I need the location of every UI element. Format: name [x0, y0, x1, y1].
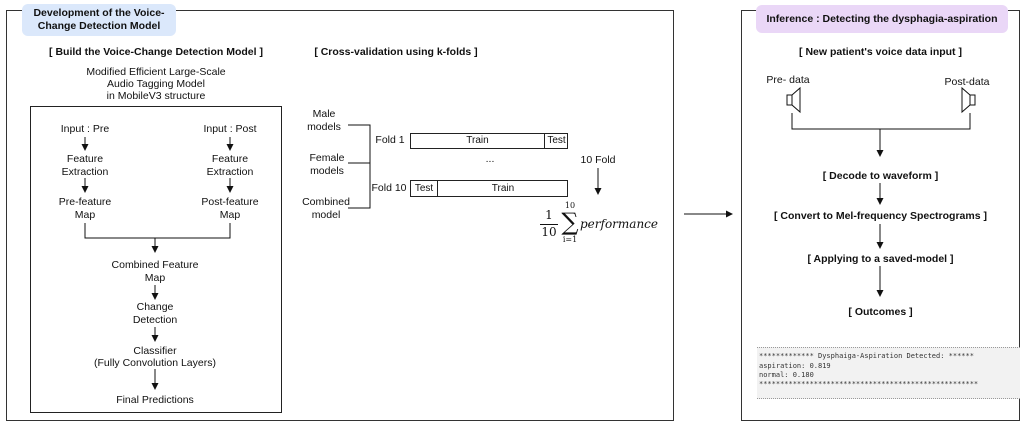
- build-heading: [ Build the Voice-Change Detection Model…: [49, 46, 263, 58]
- formula-fraction: 1 10: [538, 209, 560, 239]
- post-data-label: Post-data: [944, 76, 990, 88]
- classifier-subtitle: (Fully Convolution Layers): [94, 357, 216, 369]
- model-desc-line-1: Modified Efficient Large-Scale: [86, 66, 226, 78]
- fold-1-train: Train: [466, 135, 489, 146]
- post-feature-map: Post-feature Map: [201, 196, 259, 221]
- combined-feature-map: Combined Feature Map: [111, 259, 199, 284]
- console-line-1: ************* Dysphaiga-Aspiration Detec…: [759, 352, 974, 360]
- inference-title: Inference : Detecting the dysphagia-aspi…: [756, 5, 1008, 33]
- final-predictions: Final Predictions: [116, 394, 194, 406]
- fold-10-test: Test: [414, 182, 434, 194]
- sum-symbol: ∑: [561, 208, 579, 236]
- console-line-3: normal: 0.180: [759, 371, 814, 379]
- input-heading: [ New patient's voice data input ]: [799, 46, 962, 58]
- development-title: Development of the Voice-Change Detectio…: [22, 4, 176, 36]
- decode-step: [ Decode to waveform ]: [822, 170, 939, 182]
- input-pre-label: Input : Pre: [60, 123, 110, 135]
- fold-1-bar: Train Test: [410, 133, 568, 149]
- pre-data-label: Pre- data: [766, 74, 810, 86]
- console-output: ************* Dysphaiga-Aspiration Detec…: [757, 347, 1020, 399]
- fold-10-train: Train: [437, 181, 568, 196]
- male-models-label: Male models: [307, 108, 341, 133]
- fold-1-label: Fold 1: [375, 134, 405, 146]
- apply-step: [ Applying to a saved-model ]: [807, 253, 954, 265]
- speaker-icon-pre: [786, 86, 801, 114]
- classifier: Classifier: [133, 345, 177, 357]
- fraction-denominator: 10: [541, 225, 557, 239]
- sum-upper-limit: 10: [564, 201, 576, 210]
- model-desc-line-3: in MobileV3 structure: [106, 90, 206, 102]
- fraction-line: [540, 224, 558, 225]
- console-line-2: aspiration: 0.819: [759, 362, 831, 370]
- pre-feature-map: Pre-feature Map: [58, 196, 112, 221]
- performance-formula: 1 10 10 ∑ i=1 performance: [538, 198, 668, 248]
- fraction-numerator: 1: [545, 208, 553, 222]
- cv-heading: [ Cross-validation using k-folds ]: [314, 46, 478, 58]
- model-desc-line-2: Audio Tagging Model: [107, 78, 205, 90]
- sum-lower-limit: i=1: [562, 235, 578, 244]
- feature-extraction-pre: Feature Extraction: [61, 153, 109, 178]
- fold-10-label: Fold 10: [371, 182, 407, 194]
- combined-model-label: Combined model: [302, 196, 350, 221]
- female-models-label: Female models: [309, 152, 345, 177]
- fold-1-test: Test: [544, 134, 568, 148]
- change-detection: Change Detection: [132, 301, 178, 326]
- development-title-text: Development of the Voice-Change Detectio…: [33, 7, 165, 32]
- folds-ellipsis: ...: [485, 153, 495, 165]
- speaker-icon-post: [961, 86, 976, 114]
- feature-extraction-post: Feature Extraction: [206, 153, 254, 178]
- model-architecture-box: [30, 106, 282, 413]
- outcomes-step: [ Outcomes ]: [848, 306, 913, 318]
- input-post-label: Input : Post: [203, 123, 257, 135]
- console-line-4: ****************************************…: [759, 380, 979, 388]
- fold-10-bar: Test Train: [410, 180, 568, 197]
- inference-title-text: Inference : Detecting the dysphagia-aspi…: [766, 12, 998, 25]
- ten-fold-label: 10 Fold: [580, 154, 616, 166]
- sum-term: performance: [580, 217, 659, 231]
- convert-step: [ Convert to Mel-frequency Spectrograms …: [774, 210, 987, 222]
